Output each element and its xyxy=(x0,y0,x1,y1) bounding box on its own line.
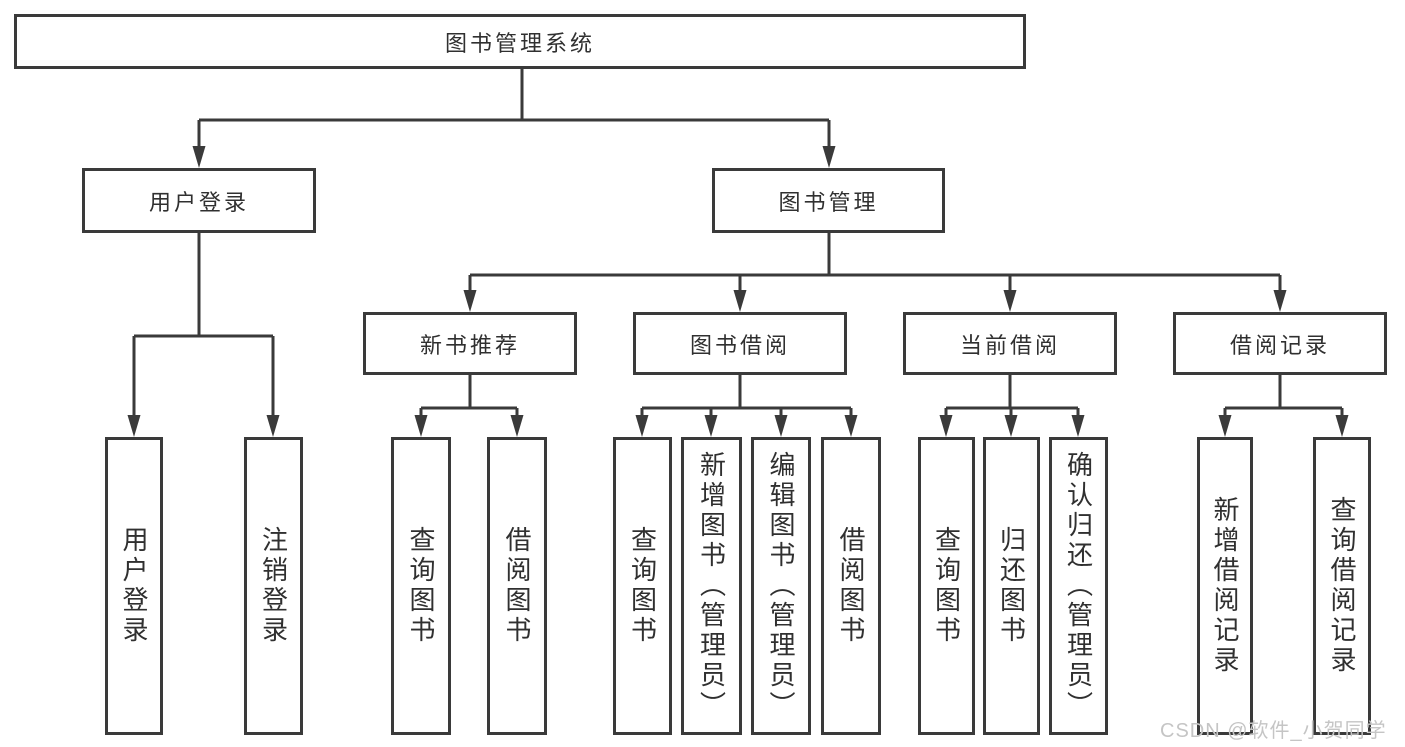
node-user-login: 用户登录 xyxy=(82,168,316,233)
leaf-newbook-query-book: 查询图书 xyxy=(391,437,451,735)
leaf-user-login: 用户登录 xyxy=(105,437,163,735)
leaf-borrow-edit-book-admin: 编辑图书（管理员） xyxy=(751,437,811,735)
leaf-current-return-book: 归还图书 xyxy=(983,437,1040,735)
leaf-current-query-book: 查询图书 xyxy=(918,437,975,735)
node-book-management: 图书管理 xyxy=(712,168,945,233)
leaf-borrow-query-book: 查询图书 xyxy=(613,437,672,735)
leaf-borrow-add-book-admin: 新增图书（管理员） xyxy=(681,437,742,735)
leaf-borrow-borrow-book: 借阅图书 xyxy=(821,437,881,735)
leaf-logout: 注销登录 xyxy=(244,437,303,735)
leaf-record-add-borrow-record: 新增借阅记录 xyxy=(1197,437,1253,735)
watermark-text: CSDN @软件_小贺同学 xyxy=(1160,720,1387,742)
node-borrow-record: 借阅记录 xyxy=(1173,312,1387,375)
node-current-borrow: 当前借阅 xyxy=(903,312,1117,375)
leaf-record-query-borrow-record: 查询借阅记录 xyxy=(1313,437,1371,735)
leaf-current-confirm-return-admin: 确认归还（管理员） xyxy=(1049,437,1108,735)
node-root: 图书管理系统 xyxy=(14,14,1026,69)
node-book-borrow: 图书借阅 xyxy=(633,312,847,375)
node-new-book-recommend: 新书推荐 xyxy=(363,312,577,375)
leaf-newbook-borrow-book: 借阅图书 xyxy=(487,437,547,735)
